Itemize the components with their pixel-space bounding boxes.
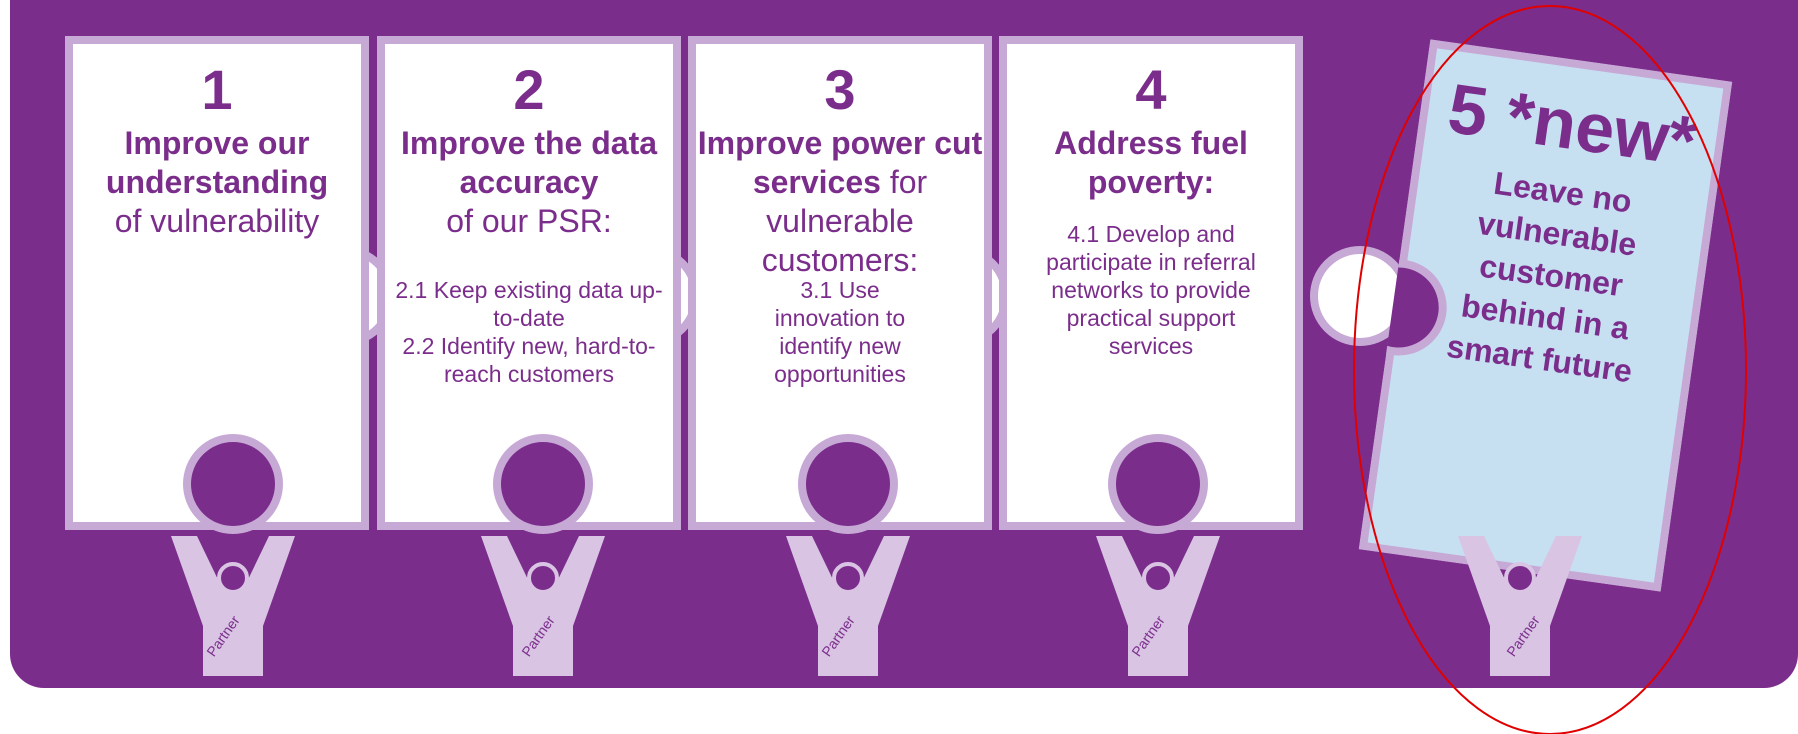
step-1-heading-bold: Improve our understanding: [105, 125, 329, 200]
step-4-subpoints: 4.1 Develop and participate in referral …: [1046, 221, 1256, 359]
step-1-heading-rest: of vulnerability: [114, 203, 320, 239]
person-arms-raised-icon: [1458, 536, 1582, 676]
step-3-heading: Improve power cut services for vulnerabl…: [696, 124, 984, 280]
circle-highlight-icon: [1353, 5, 1747, 734]
step-2-heading-rest: of our PSR:: [446, 203, 612, 239]
step-1-heading: Improve our understanding of vulnerabili…: [73, 124, 361, 241]
step-2-number: 2: [513, 58, 545, 121]
person-arms-raised-icon: [1096, 434, 1220, 676]
step-4-heading: Address fuel poverty:: [1007, 124, 1295, 202]
step-2-subpoints: 2.1 Keep existing data up-to-date 2.2 Id…: [395, 277, 663, 387]
step-4-number: 4: [1135, 58, 1167, 121]
step-1-number: 1: [201, 58, 233, 121]
step-2-heading-bold: Improve the data accuracy: [400, 125, 658, 200]
step-3-heading-rest: for vulnerable customers:: [761, 164, 928, 278]
step-2-heading: Improve the data accuracy of our PSR:: [385, 124, 673, 241]
step-3-number: 3: [824, 58, 856, 121]
step-4-heading-bold: Address fuel poverty:: [1054, 125, 1248, 200]
step-3-subpoints: 3.1 Use innovation to identify new oppor…: [774, 277, 906, 387]
person-arms-raised-icon: [481, 434, 605, 676]
person-arms-raised-icon: [171, 434, 295, 676]
person-arms-raised-icon: [786, 434, 910, 676]
step-3-heading-bold: Improve power cut services: [697, 125, 983, 200]
